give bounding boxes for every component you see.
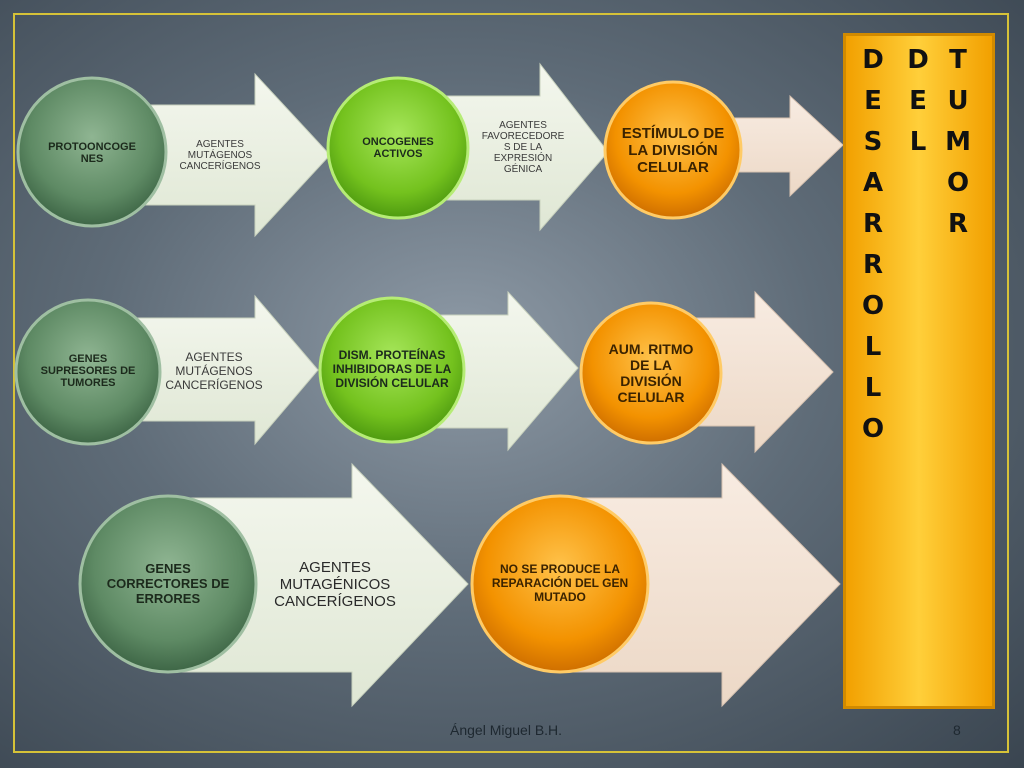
row2-circle3-label: AUM. RITMO DE LA DIVISIÓN CELULAR: [608, 341, 694, 405]
title-letter: L: [909, 127, 927, 157]
row1-circle2-label: ONCOGENES ACTIVOS: [362, 136, 434, 160]
row2-circle1-label: GENES SUPRESORES DE TUMORES: [40, 353, 136, 389]
title-letter: S: [863, 127, 883, 157]
title-letter: E: [864, 86, 882, 116]
row1-arrow2-label: AGENTES FAVORECEDORE S DE LA EXPRESIÓN G…: [481, 119, 565, 175]
row2-circle2-label: DISM. PROTEÍNAS INHIBIDORAS DE LA DIVISI…: [332, 348, 452, 390]
title-letter: D: [907, 45, 929, 75]
title-letter: O: [946, 168, 970, 198]
row1-circle3-label: ESTÍMULO DE LA DIVISIÓN CELULAR: [621, 124, 725, 176]
row2-circle1: [14, 298, 162, 446]
row2-circle2: [318, 296, 466, 444]
title-letter: O: [861, 414, 885, 444]
title-column-del: D E L: [903, 40, 933, 163]
slide-frame: [13, 13, 1009, 753]
row3-arrow2: [559, 462, 841, 708]
row2-arrow1-label: AGENTES MUTÁGENOS CANCERÍGENOS: [165, 350, 263, 392]
title-letter: R: [862, 250, 884, 280]
row3-arrow1-label: AGENTES MUTAGÉNICOS CANCERÍGENOS: [274, 558, 396, 610]
title-letter: U: [947, 86, 969, 116]
footer-page-number: 8: [953, 722, 961, 738]
title-letter: T: [949, 45, 967, 75]
title-panel: [843, 33, 995, 709]
title-column-desarrollo: D E S A R R O L L O: [858, 40, 888, 450]
title-letter: E: [909, 86, 927, 116]
row3-circle1-label: GENES CORRECTORES DE ERRORES: [106, 560, 230, 606]
title-letter: R: [862, 209, 884, 239]
row3-circle2: [470, 494, 650, 674]
title-letter: A: [862, 168, 884, 198]
row1-circle3: [603, 80, 743, 220]
title-letter: L: [864, 332, 882, 362]
title-column-tumor: T U M O R: [943, 40, 973, 245]
row1-circle2: [326, 76, 470, 220]
title-letter: R: [947, 209, 969, 239]
footer-author: Ángel Miguel B.H.: [450, 722, 563, 738]
row3-circle2-label: NO SE PRODUCE LA REPARACIÓN DEL GEN MUTA…: [491, 562, 629, 604]
title-letter: M: [945, 127, 971, 157]
row1-circle1-label: PROTOONCOGE NES: [48, 140, 136, 165]
title-letter: D: [862, 45, 884, 75]
row1-arrow1-label: AGENTES MUTÁGENOS CANCERÍGENOS: [179, 139, 261, 172]
title-letter: O: [861, 291, 885, 321]
row1-circle1: [16, 76, 168, 228]
row3-circle1: [78, 494, 258, 674]
row2-circle3: [579, 301, 723, 445]
row3-arrow1: [164, 462, 469, 708]
title-letter: L: [864, 373, 882, 403]
